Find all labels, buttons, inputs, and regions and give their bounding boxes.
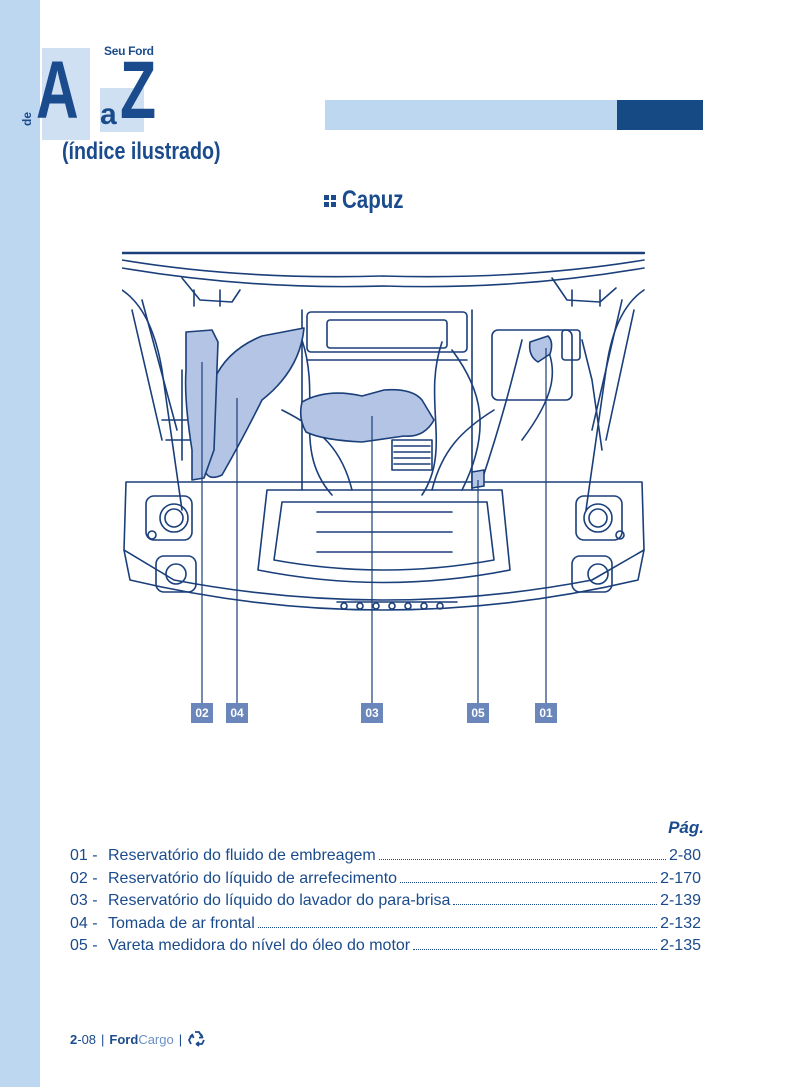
dot-leader	[257, 926, 658, 928]
legend-text: Reservatório do líquido de arrefecimento	[108, 869, 398, 887]
footer-separator: |	[101, 1031, 105, 1047]
legend-number: 05 -	[70, 937, 98, 955]
logo-square-left	[42, 48, 90, 140]
legend-row: 02 - Reservatório do líquido de arrefeci…	[70, 870, 701, 893]
a-z-logo: de A a Z Seu Ford (índice ilustrado)	[20, 40, 260, 170]
logo-subtitle: (índice ilustrado)	[62, 138, 221, 165]
page-number: 2-08	[70, 1031, 97, 1047]
legend-page: 2-170	[660, 869, 701, 887]
legend-number: 04 -	[70, 914, 98, 932]
logo-seu-ford: Seu Ford	[104, 44, 154, 58]
logo-square-right	[100, 88, 144, 132]
legend-number: 02 -	[70, 869, 98, 887]
callout-01: 01	[535, 703, 557, 723]
dot-leader	[400, 881, 658, 883]
recycle-icon	[188, 1031, 205, 1047]
logo-letter-a: A	[36, 45, 79, 136]
callout-04: 04	[226, 703, 248, 723]
header-bar-accent	[617, 100, 703, 130]
logo-de: de	[20, 111, 34, 126]
footer-separator: |	[178, 1031, 183, 1047]
legend-text: Reservatório do líquido do lavador do pa…	[108, 892, 451, 910]
component-legend: 01 - Reservatório do fluido de embreagem…	[70, 847, 701, 960]
legend-text: Tomada de ar frontal	[108, 914, 255, 932]
dot-leader	[413, 949, 658, 951]
legend-page: 2-139	[660, 892, 701, 910]
legend-row: 01 - Reservatório do fluido de embreagem…	[70, 847, 701, 870]
brand-ford: Ford	[109, 1031, 139, 1047]
header-bar	[325, 100, 617, 130]
dot-leader	[453, 904, 658, 906]
legend-row: 04 - Tomada de ar frontal 2-132	[70, 915, 701, 938]
legend-number: 01 -	[70, 847, 98, 864]
legend-row: 03 - Reservatório do líquido do lavador …	[70, 892, 701, 915]
legend-page: 2-80	[668, 847, 701, 864]
legend-page: 2-135	[660, 937, 701, 955]
dot-leader	[378, 859, 666, 860]
callout-05: 05	[467, 703, 489, 723]
legend-page: 2-132	[660, 914, 701, 932]
callout-03: 03	[361, 703, 383, 723]
section-title-text: Capuz	[342, 186, 404, 214]
side-strip	[0, 0, 40, 1087]
legend-number: 03 -	[70, 892, 98, 910]
brand-cargo: Cargo	[138, 1031, 174, 1047]
logo-letter-z: Z	[120, 45, 157, 136]
logo-small-a: a	[100, 98, 117, 131]
section-title: Capuz	[324, 186, 417, 215]
page-column-header: Pág.	[668, 818, 704, 837]
bullet-squares-icon	[324, 194, 336, 207]
callout-02: 02	[191, 703, 213, 723]
legend-text: Reservatório do fluido de embreagem	[108, 847, 376, 864]
engine-bay-illustration	[122, 251, 646, 704]
legend-text: Vareta medidora do nível do óleo do moto…	[108, 937, 411, 955]
legend-row: 05 - Vareta medidora do nível do óleo do…	[70, 937, 701, 960]
